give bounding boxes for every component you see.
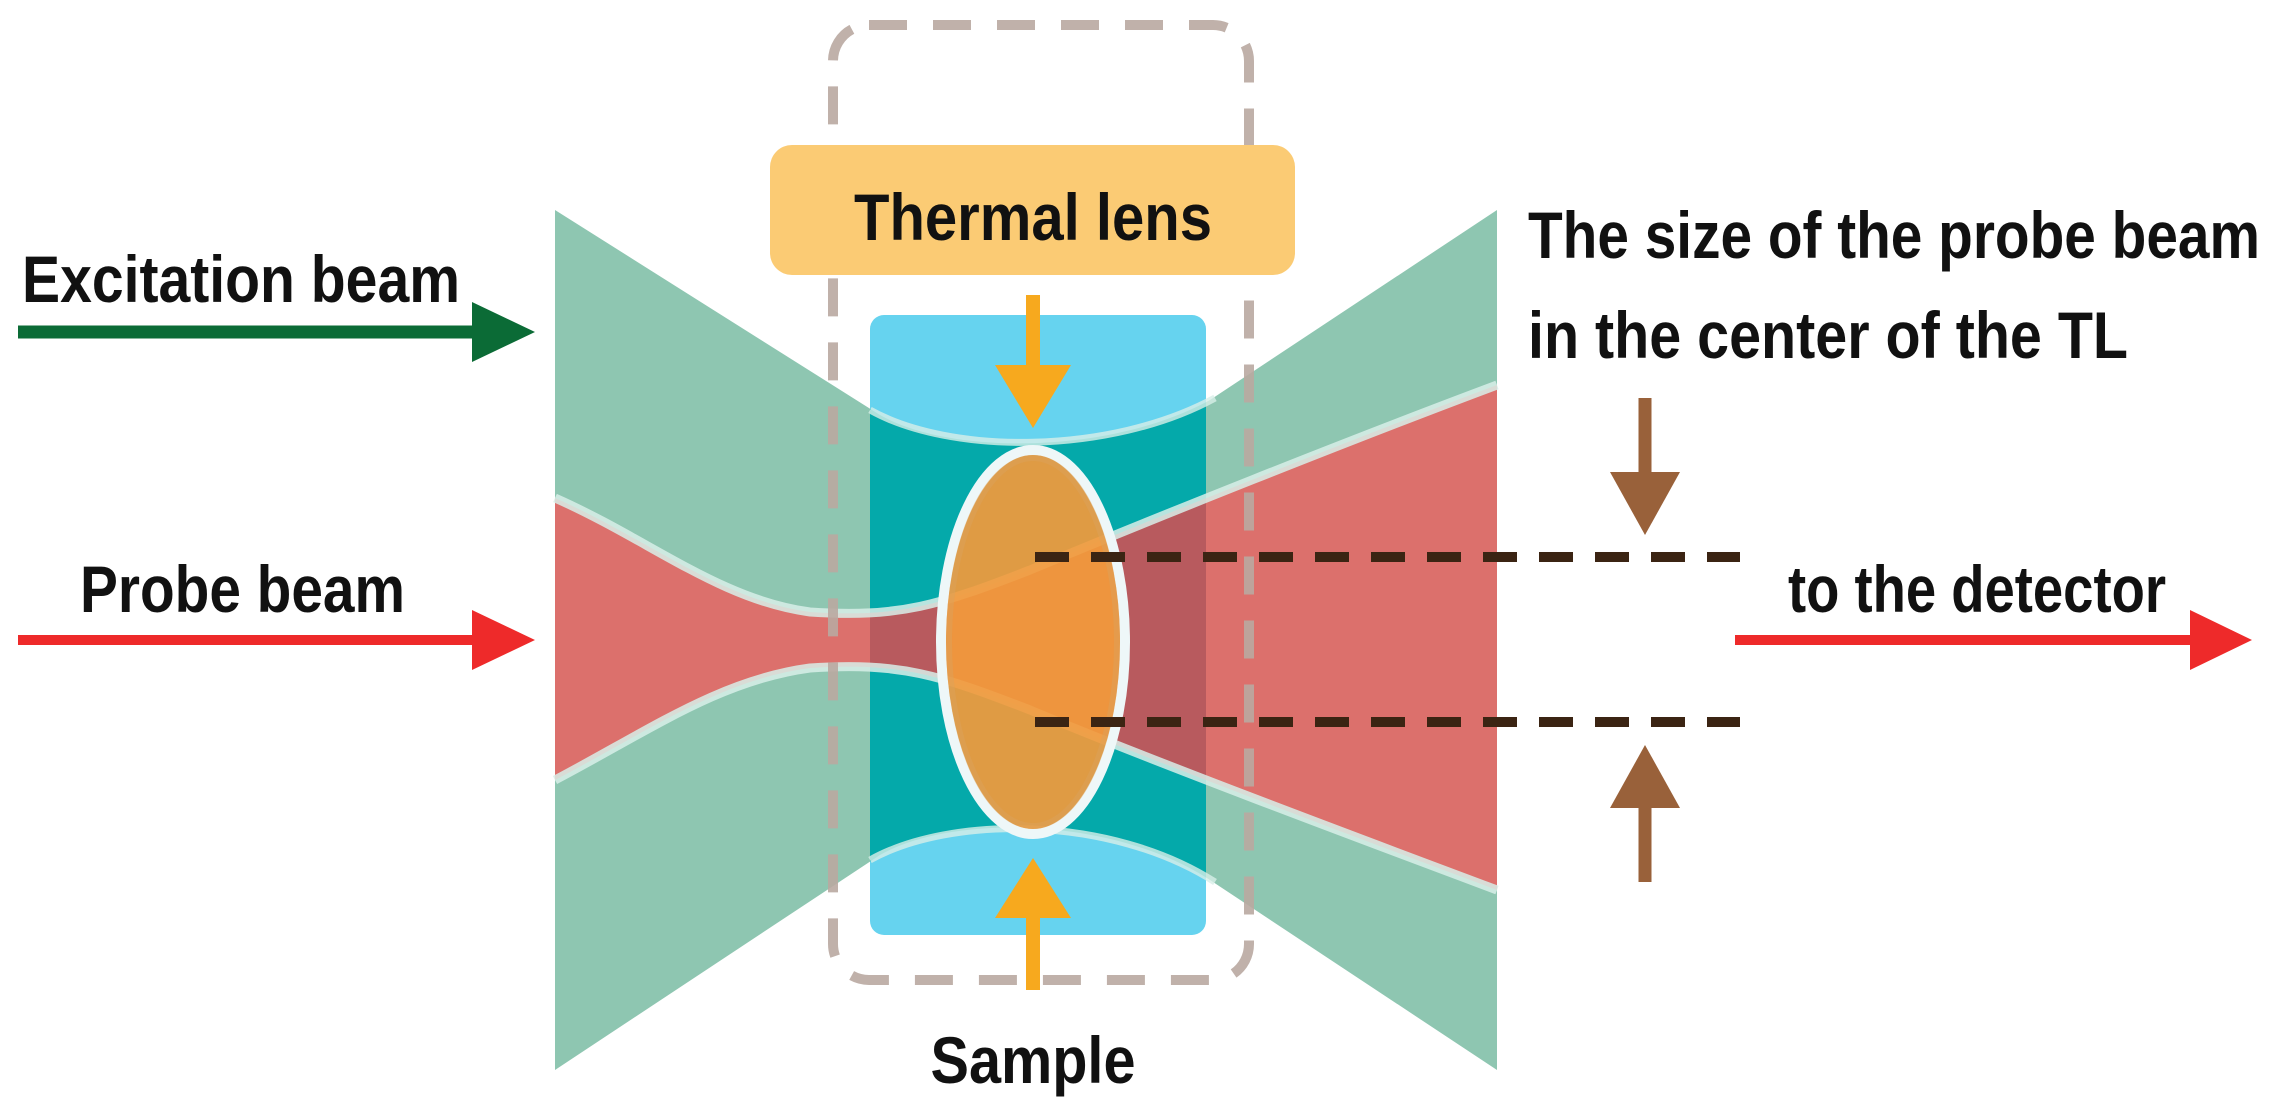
thermal-lens-label-box [770, 145, 1295, 275]
sample-dashed-outline [828, 20, 1254, 985]
lens-arrow-bottom-head [995, 858, 1071, 918]
thermal-lens-ellipse [936, 445, 1130, 839]
sample-label: Sample [931, 1023, 1136, 1097]
excitation-beam-arrow-head [472, 302, 535, 362]
thermal-lens-inner-shading [946, 455, 1120, 829]
probe-beam-arrow-head [472, 610, 535, 670]
probe-size-arrow-up-head [1610, 745, 1680, 808]
excitation-beam-label: Excitation beam [22, 242, 460, 316]
probe-size-label-line2: in the center of the TL [1528, 298, 2128, 372]
probe-beam-label: Probe beam [80, 552, 405, 626]
thermal-lens-label: Thermal lens [854, 180, 1212, 254]
probe-size-arrow-down-head [1610, 472, 1680, 535]
lens-arrow-top-head [995, 365, 1071, 428]
excitation-waist-upper-edge [868, 394, 1217, 446]
to-detector-label: to the detector [1788, 552, 2166, 626]
probe-size-label-line1: The size of the probe beam [1528, 198, 2260, 272]
detector-arrow-head [2190, 610, 2252, 670]
